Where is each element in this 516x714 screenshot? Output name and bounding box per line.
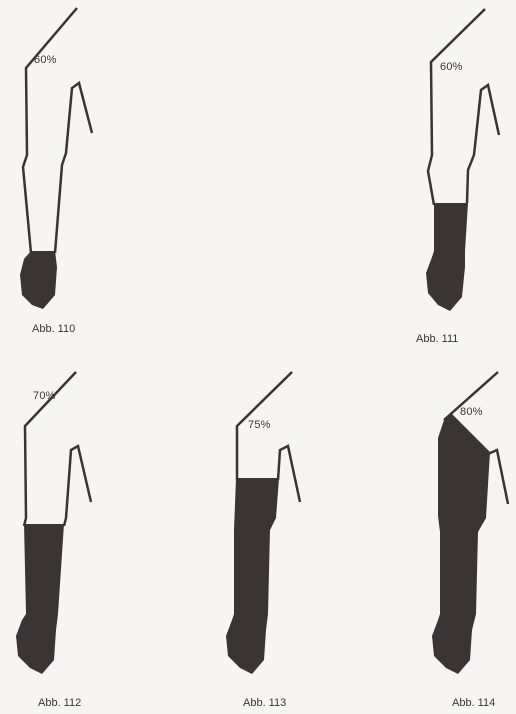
figure-caption: Abb. 114 (452, 697, 495, 709)
figure-caption: Abb. 112 (38, 697, 81, 709)
figure-abb-111: 60% Abb. 111 (410, 5, 516, 335)
hand-shape (20, 251, 57, 309)
arm-outline (278, 446, 300, 502)
figure-abb-113: 75% Abb. 113 (220, 368, 340, 698)
filled-portion (426, 203, 468, 311)
filled-portion (226, 478, 279, 674)
filled-portion (16, 524, 64, 674)
arm-outline-diagram (410, 5, 516, 335)
arm-outline (488, 450, 508, 504)
percent-label: 60% (440, 61, 463, 73)
figure-abb-112: 70% Abb. 112 (10, 368, 130, 698)
arm-outline-diagram (10, 368, 130, 698)
percent-label: 70% (33, 390, 56, 402)
arm-outline-diagram (220, 368, 340, 698)
arm-outline-diagram (10, 5, 130, 335)
figure-abb-114: 80% Abb. 114 (424, 368, 516, 698)
figure-abb-110: 60% Abb. 110 (10, 5, 130, 335)
arm-outline (428, 9, 485, 205)
arm-outline (55, 83, 92, 253)
arm-outline (64, 446, 91, 526)
arm-outline (467, 85, 499, 203)
figure-caption: Abb. 110 (32, 323, 75, 335)
figure-caption: Abb. 113 (243, 697, 286, 709)
filled-portion (432, 414, 490, 674)
figure-caption: Abb. 111 (416, 333, 458, 345)
percent-label: 60% (34, 54, 57, 66)
percent-label: 80% (460, 406, 483, 418)
percent-label: 75% (248, 419, 271, 431)
